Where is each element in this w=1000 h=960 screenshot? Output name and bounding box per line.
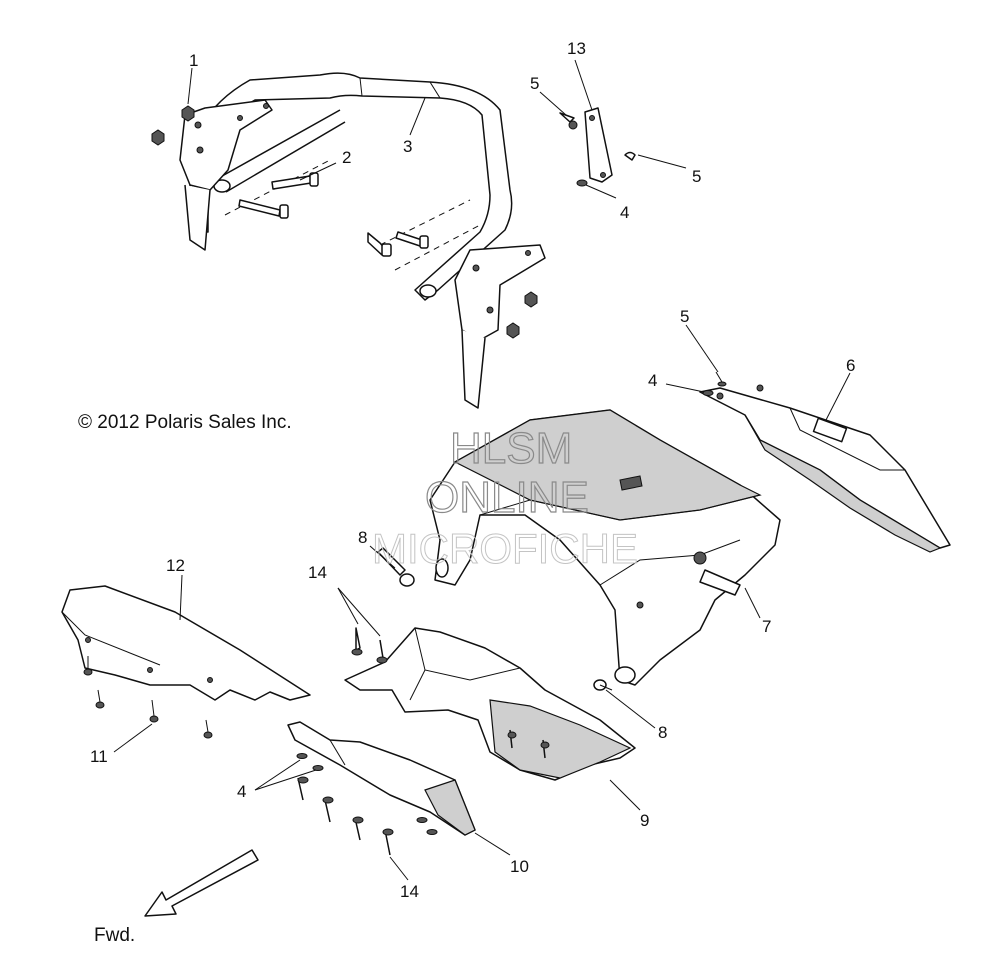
watermark-line-2: ONLINE xyxy=(425,473,589,522)
callout-3: 3 xyxy=(403,137,412,156)
rivets-part-14 xyxy=(297,627,550,856)
lower-heat-shield-part-10 xyxy=(287,721,476,836)
screw-part-5-top xyxy=(559,112,636,161)
callout-8-left: 8 xyxy=(358,528,367,547)
washer-part-4-top xyxy=(576,179,588,187)
callout-4-lower: 4 xyxy=(237,782,246,801)
strap-bracket-part-13 xyxy=(584,107,613,183)
watermark-line-3: MICROFICHE xyxy=(372,525,638,572)
watermark-line-1: HLSM xyxy=(450,424,572,473)
callout-5-top: 5 xyxy=(530,74,539,93)
callout-11: 11 xyxy=(90,747,108,766)
callout-12: 12 xyxy=(166,556,185,575)
forward-arrow-icon xyxy=(144,849,259,917)
callout-14-bottom: 14 xyxy=(400,882,419,901)
callout-13: 13 xyxy=(567,39,586,58)
callout-4-right: 4 xyxy=(648,371,657,390)
left-bracket xyxy=(179,99,273,251)
callout-numbers: 1 2 3 5 13 5 4 5 4 6 7 8 8 14 12 11 4 9 … xyxy=(90,39,855,901)
bolts-part-2 xyxy=(238,172,429,257)
rear-fender-part-7 xyxy=(429,409,781,686)
heat-shield-part-12 xyxy=(61,585,311,701)
bolt-part-8-left xyxy=(377,547,415,587)
rear-cover-part-6 xyxy=(699,384,951,553)
callout-10: 10 xyxy=(510,857,529,876)
washer-part-4-right xyxy=(702,390,714,396)
callout-7: 7 xyxy=(762,617,771,636)
forward-label: Fwd. xyxy=(94,925,135,946)
washers-part-4-lower xyxy=(296,753,438,835)
screw-part-5-right xyxy=(715,371,727,387)
callout-8-right: 8 xyxy=(658,723,667,742)
screws-part-11 xyxy=(83,656,213,739)
bolt-part-8-right xyxy=(593,679,613,691)
callout-2: 2 xyxy=(342,148,351,167)
nut-part-1 xyxy=(151,105,538,339)
callout-5-mid: 5 xyxy=(692,167,701,186)
callout-14-top: 14 xyxy=(308,563,327,582)
copyright-text: © 2012 Polaris Sales Inc. xyxy=(78,412,292,433)
right-bracket xyxy=(454,244,546,409)
watermark: HLSM ONLINE MICROFICHE xyxy=(372,423,639,572)
leader-lines xyxy=(113,59,851,881)
callout-9: 9 xyxy=(640,811,649,830)
callout-4-top: 4 xyxy=(620,203,629,222)
callout-1: 1 xyxy=(189,51,198,70)
close-off-panel-part-9 xyxy=(344,627,636,781)
callout-6: 6 xyxy=(846,356,855,375)
callout-5-right: 5 xyxy=(680,307,689,326)
